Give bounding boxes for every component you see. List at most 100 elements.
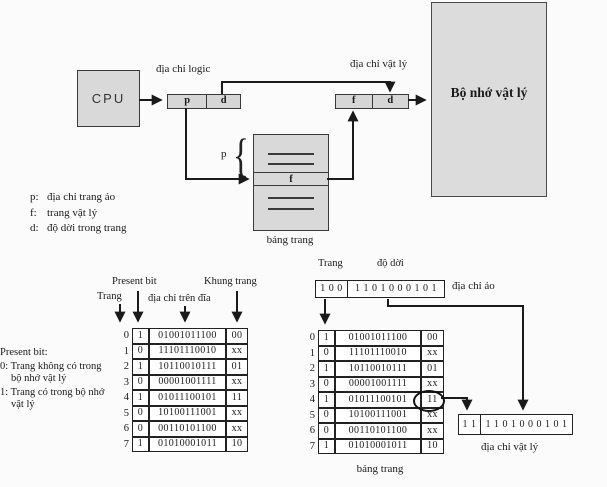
legend-text: độ dời trong trang <box>47 222 127 234</box>
page-number: 0 <box>309 332 315 343</box>
circled-frame-highlight <box>413 390 445 412</box>
physical-offset-bits: 1 1 0 1 0 0 0 1 0 1 <box>485 418 568 430</box>
disk-address-cell: 10110010111 <box>149 359 226 375</box>
disk-address-cell: 01010001011 <box>335 438 421 454</box>
disk-address-cell: 10100111001 <box>335 407 421 423</box>
frame-field: f <box>352 95 356 107</box>
header-present-bit: Present bit <box>112 276 157 287</box>
physical-address-result-label: địa chỉ vật lý <box>481 441 539 453</box>
frame-cell: xx <box>421 423 444 439</box>
present-bit-cell: 1 <box>318 392 335 408</box>
page-number: 1 <box>309 347 315 359</box>
frame-entry-row: f <box>254 172 328 186</box>
present-bit-cell: 1 <box>318 330 335 346</box>
disk-address-cell: 01011100101 <box>335 392 421 408</box>
disk-address-cell: 01011100101 <box>149 390 226 406</box>
present-bit-cell: 1 <box>318 361 335 377</box>
offset-field: d <box>371 95 409 108</box>
disk-address-cell: 11101110010 <box>149 343 226 359</box>
page-number: 4 <box>309 394 315 405</box>
present-bit-cell: 1 <box>132 390 149 406</box>
present-legend-title: Present bit: <box>0 347 48 358</box>
physical-memory-label: Bộ nhớ vật lý <box>450 85 528 100</box>
virtual-offset-bits: 1 1 0 1 0 0 0 1 0 1 <box>355 283 437 294</box>
frame-cell: 11 <box>226 390 248 406</box>
frame-cell: 01 <box>226 359 248 375</box>
virtual-address-label: địa chỉ ảo <box>452 280 495 292</box>
present-bit-legend: Present bit: 0: Trang không có trong bộ … <box>0 347 112 412</box>
physical-memory-box: Bộ nhớ vật lý <box>431 2 547 197</box>
frame-cell: 10 <box>226 436 248 452</box>
physical-address-label-top: địa chỉ vật lý <box>350 58 408 70</box>
disk-address-cell: 00110101100 <box>149 421 226 437</box>
virtual-page-bits: 1 0 0 <box>316 281 348 297</box>
entry-line <box>268 153 314 155</box>
frame-cell: xx <box>226 374 248 390</box>
present-bit-cell: 0 <box>132 421 149 437</box>
brace-icon: { <box>233 130 249 182</box>
frame-cell: 00 <box>421 330 444 346</box>
page-number: 1 <box>123 345 129 357</box>
disk-address-cell: 00110101100 <box>335 423 421 439</box>
page-number: 0 <box>123 330 129 341</box>
page-number: 6 <box>123 423 129 434</box>
frame-cell: 10 <box>421 438 444 454</box>
present-bit-cell: 0 <box>132 343 149 359</box>
present-bit-cell: 0 <box>318 423 335 439</box>
present-bit-cell: 0 <box>318 376 335 392</box>
present-bit-cell: 0 <box>318 345 335 361</box>
page-table-schematic: f <box>253 134 329 231</box>
physical-address-box-top: f d <box>335 94 409 109</box>
present-bit-cell: 0 <box>132 405 149 421</box>
page-table-caption-top: bảng trang <box>266 234 314 246</box>
header-frame: Khung trang <box>204 276 257 287</box>
offset-field: d <box>206 95 240 108</box>
disk-address-cell: 10100111001 <box>149 405 226 421</box>
legend-key: d: <box>30 222 39 234</box>
legend-item: d: độ dời trong trang <box>30 221 126 237</box>
physical-address-box: 1 1 1 1 0 1 0 0 0 1 0 1 <box>458 414 573 435</box>
virtual-offset-label: độ dời <box>377 258 404 269</box>
present-bit-cell: 1 <box>132 436 149 452</box>
disk-address-cell: 11101110010 <box>335 345 421 361</box>
page-number: 3 <box>123 376 129 388</box>
frame-cell: 00 <box>226 328 248 344</box>
entry-line <box>268 163 314 165</box>
virtual-page-label: Trang <box>318 258 343 269</box>
frame-cell: xx <box>226 421 248 437</box>
legend-text: địa chỉ trang ảo <box>47 191 116 203</box>
legend-item: p: địa chỉ trang ảo <box>30 190 126 206</box>
logical-address-box: p d <box>167 94 241 109</box>
page-number: 3 <box>309 378 315 390</box>
page-table-caption-right: bảng trang <box>356 463 404 475</box>
entry-line <box>268 208 314 210</box>
legend-key: p: <box>30 191 39 203</box>
page-number: 6 <box>309 425 315 436</box>
disk-address-cell: 01001011100 <box>149 328 226 344</box>
disk-address-cell: 01010001011 <box>149 436 226 452</box>
disk-address-cell: 00001001111 <box>335 376 421 392</box>
arrow-frame-to-physical-address <box>327 110 359 180</box>
disk-address-cell: 01001011100 <box>335 330 421 346</box>
header-page: Trang <box>97 291 122 302</box>
virtual-address-box: 1 0 0 1 1 0 1 0 0 0 1 0 1 <box>315 280 445 298</box>
page-number: 7 <box>309 440 315 452</box>
frame-cell: 01 <box>421 361 444 377</box>
arrow-offset-copy <box>221 81 396 94</box>
header-disk-address: địa chỉ trên đĩa <box>148 293 211 304</box>
